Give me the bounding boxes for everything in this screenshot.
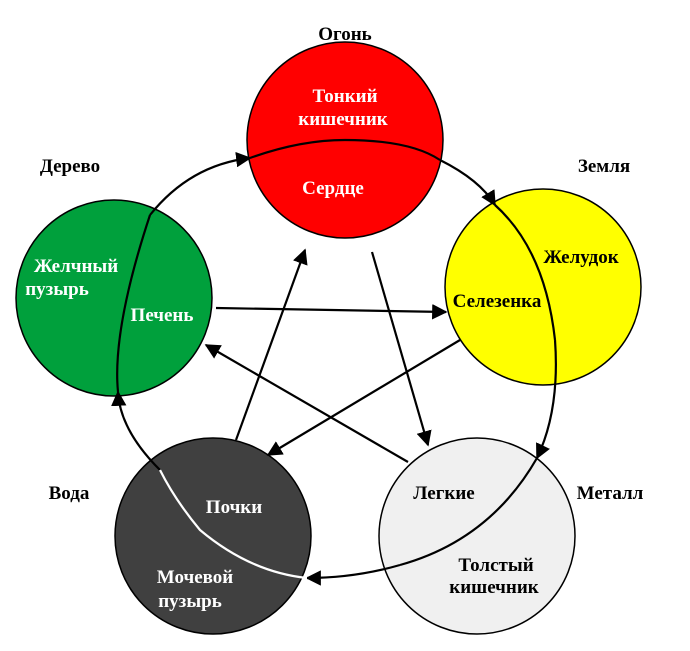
- water-organ-line-2: пузырь: [158, 591, 222, 612]
- water-inner-organ: Почки: [206, 497, 262, 518]
- fire-name-label: Огонь: [318, 24, 371, 45]
- metal-circle: [378, 437, 576, 635]
- water-organ-line-1: Мочевой: [157, 567, 233, 588]
- metal-inner-organ: Легкие: [413, 483, 474, 504]
- water-name-label: Вода: [49, 483, 90, 504]
- metal-organ-line-1: Толстый: [458, 555, 533, 576]
- arc-metal-seg: [399, 457, 538, 567]
- metal-name-label: Металл: [577, 483, 644, 504]
- star-metal-to-wood: [204, 344, 409, 463]
- arc-wood-to-fire: [149, 151, 252, 216]
- earth-circle: [444, 188, 642, 386]
- arc-fire-to-earth: [439, 159, 496, 207]
- earth-name-label: Земля: [578, 156, 630, 177]
- fire-organ-line-2: кишечник: [298, 109, 388, 130]
- controlling-cycle: [204, 248, 461, 463]
- arc-fire-seg: [249, 138, 441, 161]
- generating-cycle: [111, 138, 557, 586]
- arc-earth-seg: [494, 204, 557, 341]
- star-fire-to-metal: [370, 251, 432, 447]
- fire-organ-line-1: Тонкий: [312, 86, 377, 107]
- arc-water-to-wood: [111, 390, 161, 471]
- earth-inner-organ: Селезенка: [453, 291, 542, 312]
- wood-organ-line-2: пузырь: [25, 279, 89, 300]
- water-circle: [114, 437, 312, 635]
- star-wood-to-earth: [215, 304, 448, 320]
- arc-wood-seg: [116, 214, 152, 393]
- wood-organ-line-1: Желчный: [34, 256, 118, 277]
- earth-organ-line-1: Желудок: [543, 247, 618, 268]
- arc-water-seg: [159, 469, 308, 580]
- fire-inner-organ: Сердце: [302, 178, 364, 199]
- metal-organ-line-2: кишечник: [449, 577, 539, 598]
- arc-metal-to-water: [305, 563, 401, 586]
- star-earth-to-water: [266, 339, 461, 456]
- wood-inner-organ: Печень: [131, 305, 194, 326]
- star-water-to-fire: [234, 248, 308, 441]
- wood-name-label: Дерево: [40, 156, 100, 177]
- arc-earth-to-metal: [536, 339, 557, 460]
